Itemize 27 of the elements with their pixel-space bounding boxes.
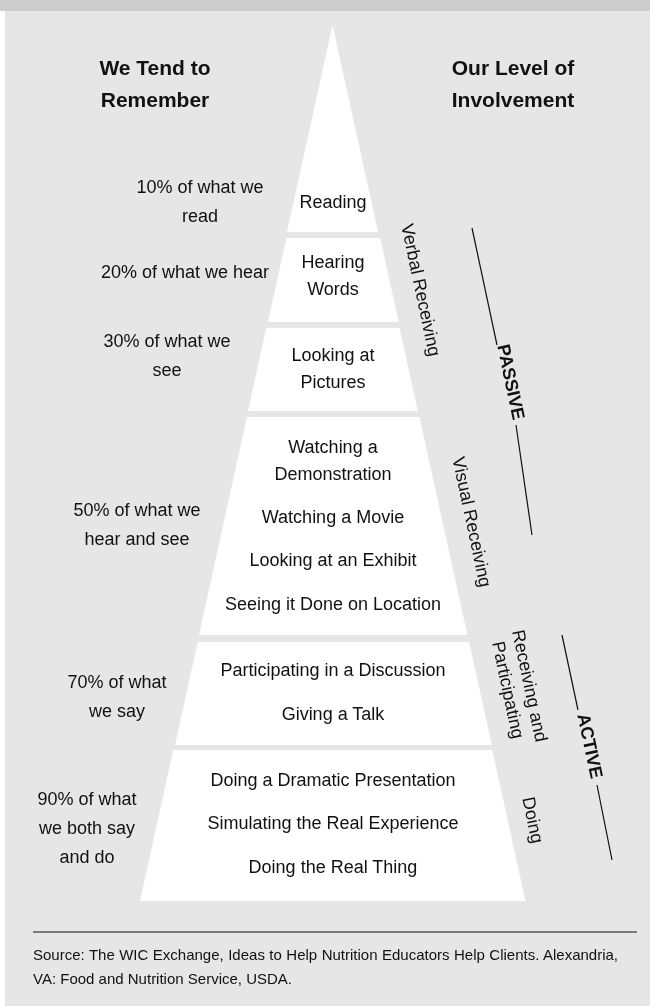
retention-percentage-text: 70% of what we say — [67, 671, 167, 723]
tier-label: Looking at Pictures — [290, 344, 376, 394]
column-heading: Our Level of Involvement — [450, 55, 576, 113]
involvement-label: Verbal Receiving — [396, 221, 446, 359]
tier-label: Participating in a Discussion — [219, 658, 447, 682]
column-heading: We Tend to Remember — [98, 55, 212, 113]
tier-label: Hearing Words — [300, 251, 366, 301]
involvement-label: Doing — [517, 794, 549, 846]
tier-label: Watching a Movie — [260, 505, 406, 529]
source-caption: Source: The WIC Exchange, Ideas to Help Nutrition Educators Help Clients. Alexandria, VA: Food and Nutrition Service, USDA. — [33, 945, 618, 989]
tier-label: Doing the Real Thing — [247, 855, 419, 879]
tier-label: Watching a Demonstration — [273, 436, 393, 486]
category-label: PASSIVE — [492, 342, 530, 422]
involvement-label: Visual Receiving — [447, 454, 497, 590]
tier-label: Simulating the Real Experience — [206, 811, 460, 835]
retention-percentage-text: 90% of what we both say and do — [36, 787, 138, 869]
retention-percentage-text: 30% of what we see — [102, 330, 232, 382]
tier-label: Reading — [298, 190, 368, 214]
tier-label: Looking at an Exhibit — [248, 548, 418, 572]
retention-percentage-text: 20% of what we hear — [100, 260, 270, 284]
category-label: ACTIVE — [572, 711, 608, 781]
tier-label: Giving a Talk — [280, 702, 386, 726]
tier-label: Doing a Dramatic Presentation — [209, 768, 457, 792]
tier-label: Seeing it Done on Location — [223, 592, 443, 616]
involvement-label: Receiving and Participating — [487, 626, 553, 746]
retention-percentage-text: 50% of what we hear and see — [72, 499, 202, 551]
retention-percentage-text: 10% of what we read — [135, 176, 265, 228]
